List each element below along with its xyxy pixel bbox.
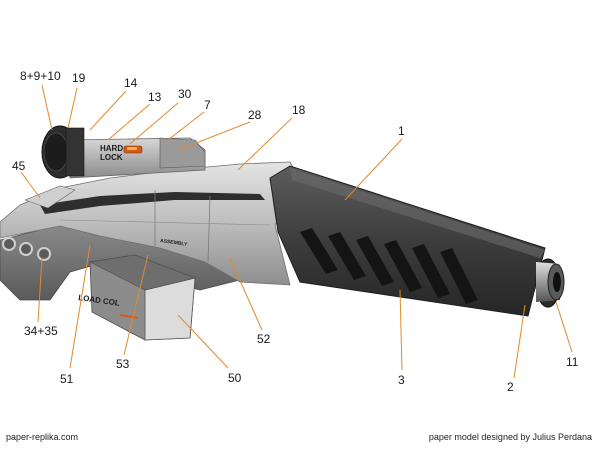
rear-cover (24, 185, 76, 209)
panel-line-2 (207, 195, 211, 263)
label-7: 7 (204, 98, 211, 112)
label-8-9-10: 8+9+10 (20, 69, 61, 83)
label-28: 28 (248, 108, 262, 122)
label-30: 30 (178, 87, 192, 101)
top-rail (40, 192, 265, 214)
label-19: 19 (72, 71, 86, 85)
side-port-3 (37, 247, 51, 261)
footer-site-credit: paper-replika.com (6, 432, 79, 442)
label-45: 45 (12, 159, 26, 173)
scope-eyepiece-inner (43, 132, 69, 172)
panel-line-3 (59, 219, 271, 226)
indicator-glow (127, 147, 137, 150)
label-14: 14 (124, 76, 138, 90)
scope-front-block (159, 137, 206, 169)
accent-stripe (119, 314, 139, 319)
vent-slots (300, 228, 478, 304)
decal-hard: HARD (100, 144, 123, 153)
label-2: 2 (507, 380, 514, 394)
label-52: 52 (257, 332, 271, 346)
side-port-2 (19, 242, 33, 256)
label-34-35: 34+35 (24, 324, 58, 338)
label-51: 51 (60, 372, 74, 386)
part-labels: 8+9+10 19 14 13 30 7 28 18 1 45 34+35 51… (12, 69, 579, 394)
scope-ring-band (65, 127, 85, 177)
magazine-top (89, 254, 197, 291)
footer-designer-credit: paper model designed by Julius Perdana (428, 432, 592, 442)
leader-lines (20, 84, 573, 379)
side-port-1 (2, 237, 16, 251)
label-18: 18 (292, 103, 306, 117)
muzzle-bore (553, 272, 561, 292)
label-13: 13 (148, 90, 162, 104)
receiver-body (0, 161, 301, 286)
label-3: 3 (398, 373, 405, 387)
label-11: 11 (566, 355, 579, 369)
label-50: 50 (228, 371, 242, 385)
decal-lock: LOCK (100, 153, 123, 162)
label-1: 1 (398, 124, 405, 138)
label-53: 53 (116, 357, 130, 371)
decal-assembly: ASSEMBLY (160, 238, 189, 248)
barrel-shroud (269, 165, 546, 317)
